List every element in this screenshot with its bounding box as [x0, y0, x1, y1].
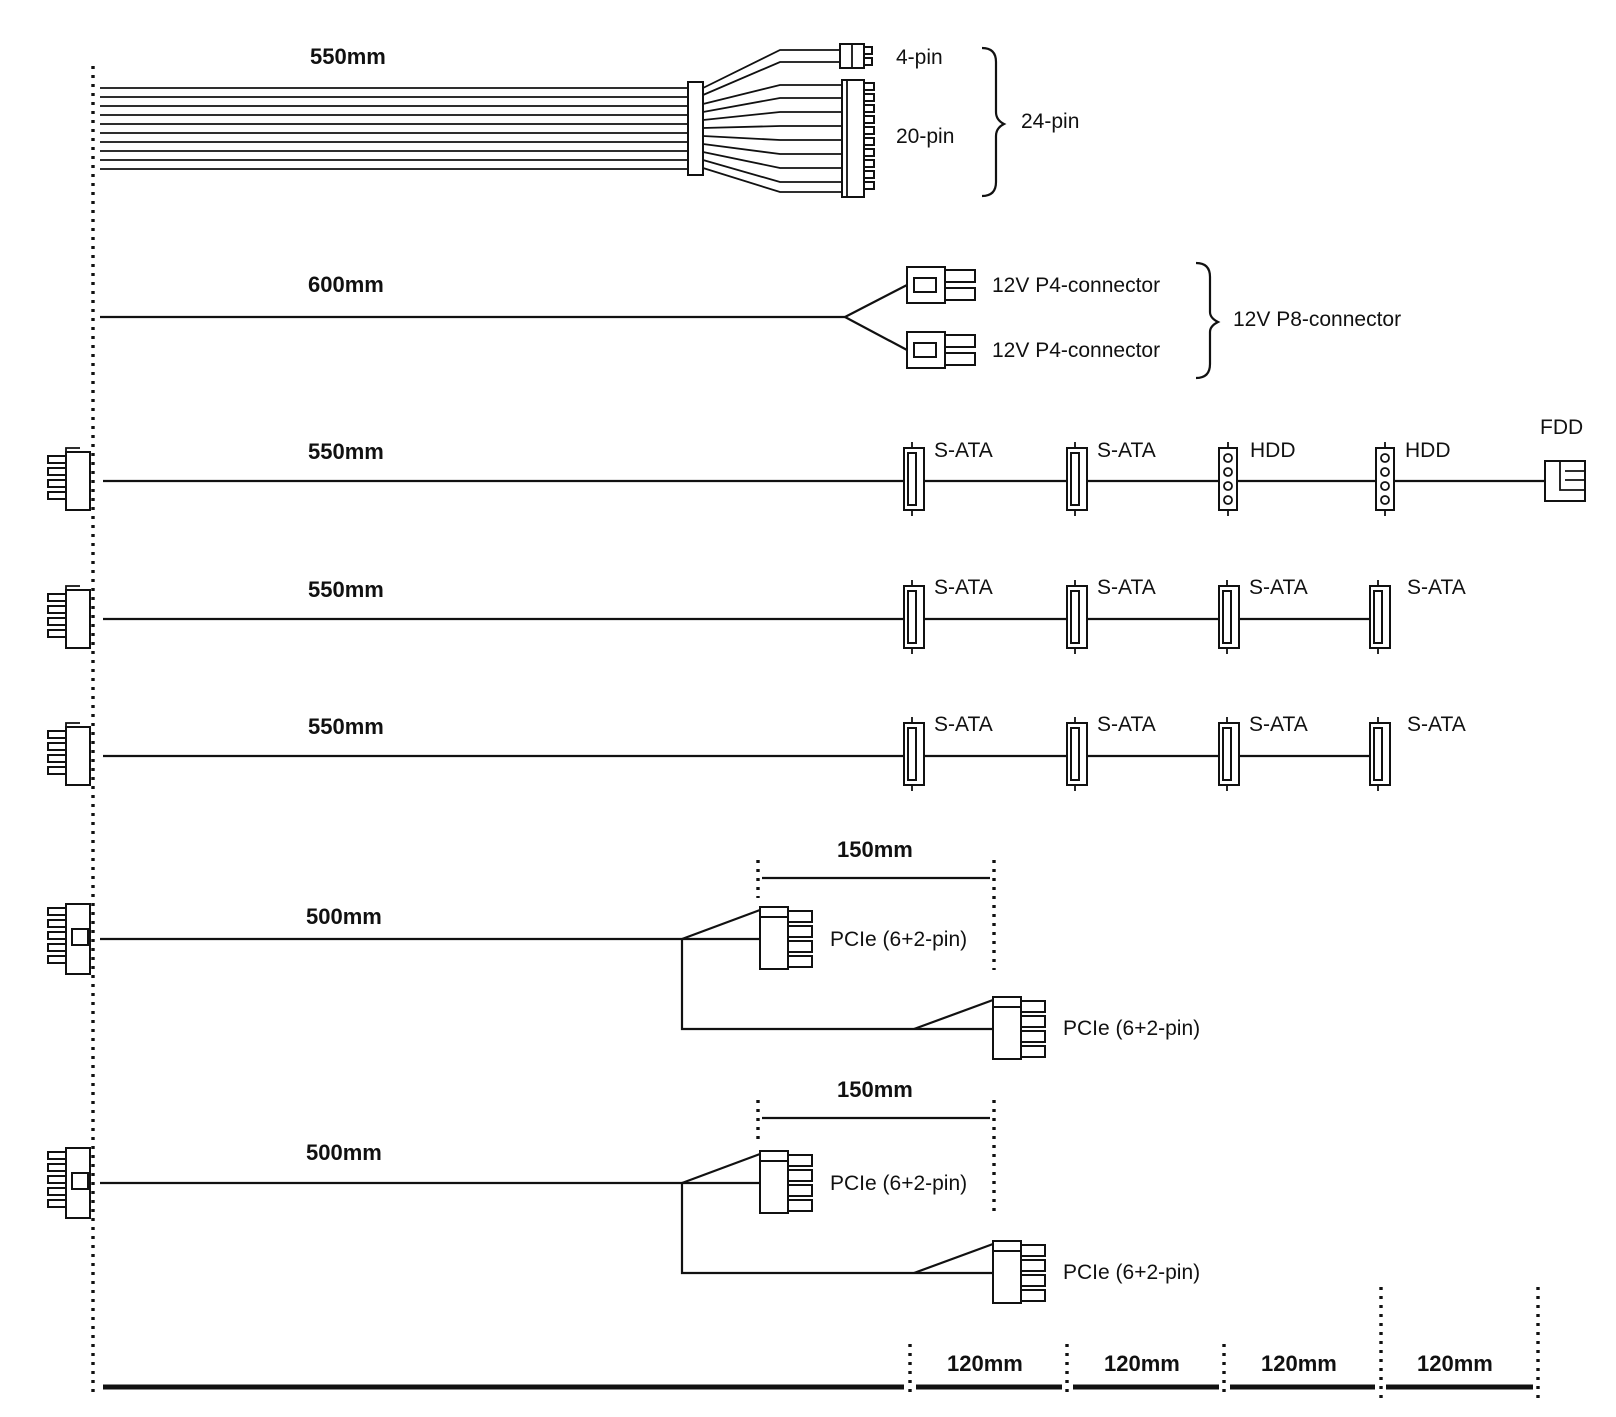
atx-4pin-label: 4-pin: [896, 46, 943, 69]
sata-2-psu-plug: [47, 585, 91, 649]
peripheral-1-hdd-molex-connector-2: [1375, 442, 1395, 516]
scale-label-1: 120mm: [947, 1351, 1023, 1376]
scale-label-2: 120mm: [1104, 1351, 1180, 1376]
atx-20pin-label: 20-pin: [896, 125, 954, 148]
atx-cable-sleeve-clip: [687, 81, 704, 176]
cable-sata-3: 550mm S-ATA S-ATA S-ATA S-A: [47, 713, 1466, 791]
pcie-1-branch-length: 150mm: [837, 837, 913, 862]
atx-24pin-brace: [981, 46, 1007, 198]
pcie-2-connector-2: [992, 1240, 1046, 1304]
peripheral-1-sata-connector-1: [903, 442, 925, 516]
cable-sata-2: 550mm S-ATA S-ATA S-ATA S-A: [47, 576, 1466, 654]
sata-2-label-2: S-ATA: [1097, 576, 1156, 599]
pcie-1-length: 500mm: [306, 904, 382, 929]
pcie-1-branch-wire: [680, 939, 914, 1031]
pcie-1-label-1: PCIe (6+2-pin): [830, 928, 967, 951]
sata-2-connector-2: [1066, 580, 1088, 654]
length-scale-bar: 120mm 120mm 120mm 120mm: [103, 1287, 1540, 1398]
sata-3-label-3: S-ATA: [1249, 713, 1308, 736]
peripheral-1-label-3: HDD: [1250, 439, 1296, 462]
cpu-p4-connector-top: [906, 266, 976, 304]
cpu-p4-label-top: 12V P4-connector: [992, 274, 1160, 297]
atx-fanout-wires: [702, 49, 842, 193]
sata-2-label-1: S-ATA: [934, 576, 993, 599]
pcie-2-connector-1: [759, 1150, 813, 1214]
atx-wire-bundle: [100, 87, 688, 170]
cable-cpu-length: 600mm: [308, 272, 384, 297]
cable-cpu-p8: 600mm 12V P4-connector 12V P4-connector …: [100, 261, 1401, 380]
sata-2-label-3: S-ATA: [1249, 576, 1308, 599]
sata-3-connector-4: [1369, 717, 1391, 791]
peripheral-1-label-2: S-ATA: [1097, 439, 1156, 462]
sata-2-connector-3: [1218, 580, 1240, 654]
scale-label-4: 120mm: [1417, 1351, 1493, 1376]
peripheral-1-fdd-connector: [1544, 460, 1586, 502]
pcie-1-psu-plug: [47, 903, 91, 975]
pcie-1-connector-1: [759, 906, 813, 970]
sata-3-connector-1: [903, 717, 925, 791]
pcie-2-branch-length: 150mm: [837, 1077, 913, 1102]
pcie-2-label-1: PCIe (6+2-pin): [830, 1172, 967, 1195]
peripheral-1-label-1: S-ATA: [934, 439, 993, 462]
pcie-1-connector-2: [992, 996, 1046, 1060]
sata-2-label-4: S-ATA: [1407, 576, 1466, 599]
cable-atx-24pin: 550mm: [100, 43, 1079, 198]
cable-pcie-1: 500mm 150mm PCIe (6+2-pin) PCIe (6+2-pin…: [47, 837, 1200, 1060]
sata-3-length: 550mm: [308, 714, 384, 739]
pcie-2-psu-plug: [47, 1147, 91, 1219]
peripheral-1-length: 550mm: [308, 439, 384, 464]
cpu-p8-label: 12V P8-connector: [1233, 308, 1401, 331]
cpu-p8-brace: [1195, 261, 1221, 380]
atx-24pin-label: 24-pin: [1021, 110, 1079, 133]
cpu-p4-label-bottom: 12V P4-connector: [992, 339, 1160, 362]
atx-20pin-connector: [841, 79, 875, 198]
peripheral-1-label-5: FDD: [1540, 416, 1583, 439]
atx-4pin-connector: [839, 43, 873, 69]
sata-2-length: 550mm: [308, 577, 384, 602]
pcie-2-length: 500mm: [306, 1140, 382, 1165]
cable-peripheral-1: 550mm S-ATA S-ATA HDD: [47, 416, 1586, 516]
sata-3-label-2: S-ATA: [1097, 713, 1156, 736]
scale-label-3: 120mm: [1261, 1351, 1337, 1376]
peripheral-1-psu-plug: [47, 447, 91, 511]
cable-atx-length: 550mm: [310, 44, 386, 69]
pcie-1-label-2: PCIe (6+2-pin): [1063, 1017, 1200, 1040]
pcie-2-label-2: PCIe (6+2-pin): [1063, 1261, 1200, 1284]
sata-3-connector-2: [1066, 717, 1088, 791]
sata-3-label-4: S-ATA: [1407, 713, 1466, 736]
sata-3-label-1: S-ATA: [934, 713, 993, 736]
sata-3-connector-3: [1218, 717, 1240, 791]
pcie-2-branch-wire: [680, 1183, 914, 1275]
sata-2-connector-1: [903, 580, 925, 654]
peripheral-1-label-4: HDD: [1405, 439, 1451, 462]
cpu-p4-connector-bottom: [906, 331, 976, 369]
sata-3-psu-plug: [47, 722, 91, 786]
peripheral-1-hdd-molex-connector-1: [1218, 442, 1238, 516]
sata-2-connector-4: [1369, 580, 1391, 654]
peripheral-1-sata-connector-2: [1066, 442, 1088, 516]
cable-pcie-2: 500mm 150mm PCIe (6+2-pin) PCIe (6+2-pin…: [47, 1077, 1200, 1304]
